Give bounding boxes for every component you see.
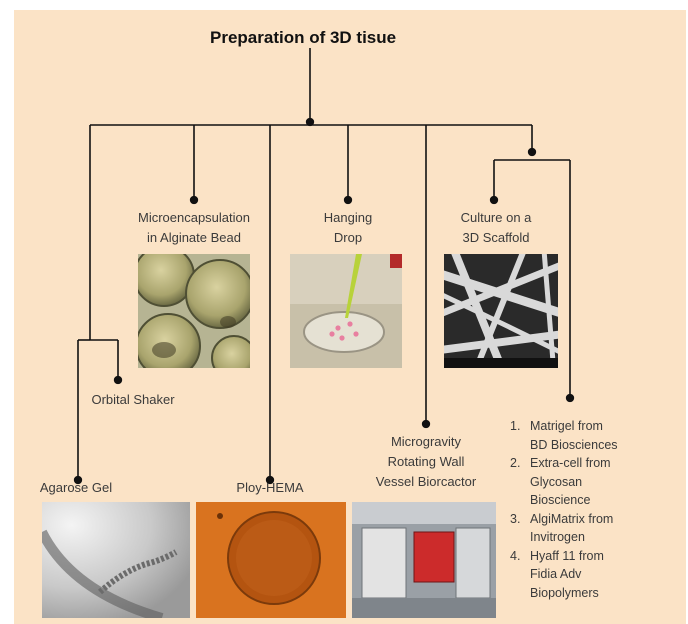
list-item-number: 4. (510, 547, 520, 566)
label-hanging-drop-line1: Hanging (308, 208, 388, 228)
label-scaffold: Culture on a 3D Scaffold (446, 208, 546, 248)
label-microencapsulation-line2: in Alginate Bead (124, 228, 264, 248)
label-scaffold-line2: 3D Scaffold (446, 228, 546, 248)
hanging-drop-photo (290, 254, 402, 368)
label-poly-hema: Ploy-HEMA (220, 478, 320, 498)
label-scaffold-line1: Culture on a (446, 208, 546, 228)
alginate-bead-photo (138, 254, 250, 368)
list-item: 4. Hyaff 11 from Fidia Adv Biopolymers (510, 547, 618, 603)
diagram-title: Preparation of 3D tisue (210, 28, 396, 48)
label-agarose-gel: Agarose Gel (26, 478, 126, 498)
label-microgravity-line2: Rotating Wall (360, 452, 492, 472)
list-item: 1. Matrigel from BD Biosciences (510, 417, 618, 454)
label-hanging-drop-line2: Drop (308, 228, 388, 248)
label-microgravity-line3: Vessel Biorcactor (360, 472, 492, 492)
list-item-number: 1. (510, 417, 520, 436)
label-orbital-shaker: Orbital Shaker (78, 390, 188, 410)
diagram-canvas: Preparation of 3D tisue Microencapsulati… (14, 10, 686, 624)
label-microgravity: Microgravity Rotating Wall Vessel Biorca… (360, 432, 492, 492)
scaffold-products-list: 1. Matrigel from BD Biosciences 2. Extra-c… (510, 417, 618, 602)
scaffold-fibers-photo (444, 254, 558, 368)
bioreactor-photo (352, 502, 496, 618)
agarose-gel-photo (42, 502, 190, 618)
label-hanging-drop: Hanging Drop (308, 208, 388, 248)
list-item-text: Hyaff 11 from Fidia Adv Biopolymers (530, 547, 618, 603)
label-microgravity-line1: Microgravity (360, 432, 492, 452)
poly-hema-photo (196, 502, 346, 618)
list-item-text: Extra-cell from Glycosan Bioscience (530, 454, 618, 510)
list-item: 2. Extra-cell from Glycosan Bioscience (510, 454, 618, 510)
list-item-text: Matrigel from BD Biosciences (530, 417, 618, 454)
label-microencapsulation-line1: Microencapsulation (124, 208, 264, 228)
list-item: 3. AlgiMatrix from Invitrogen (510, 510, 618, 547)
list-item-number: 2. (510, 454, 520, 473)
list-item-text: AlgiMatrix from Invitrogen (530, 510, 618, 547)
list-item-number: 3. (510, 510, 520, 529)
label-microencapsulation: Microencapsulation in Alginate Bead (124, 208, 264, 248)
